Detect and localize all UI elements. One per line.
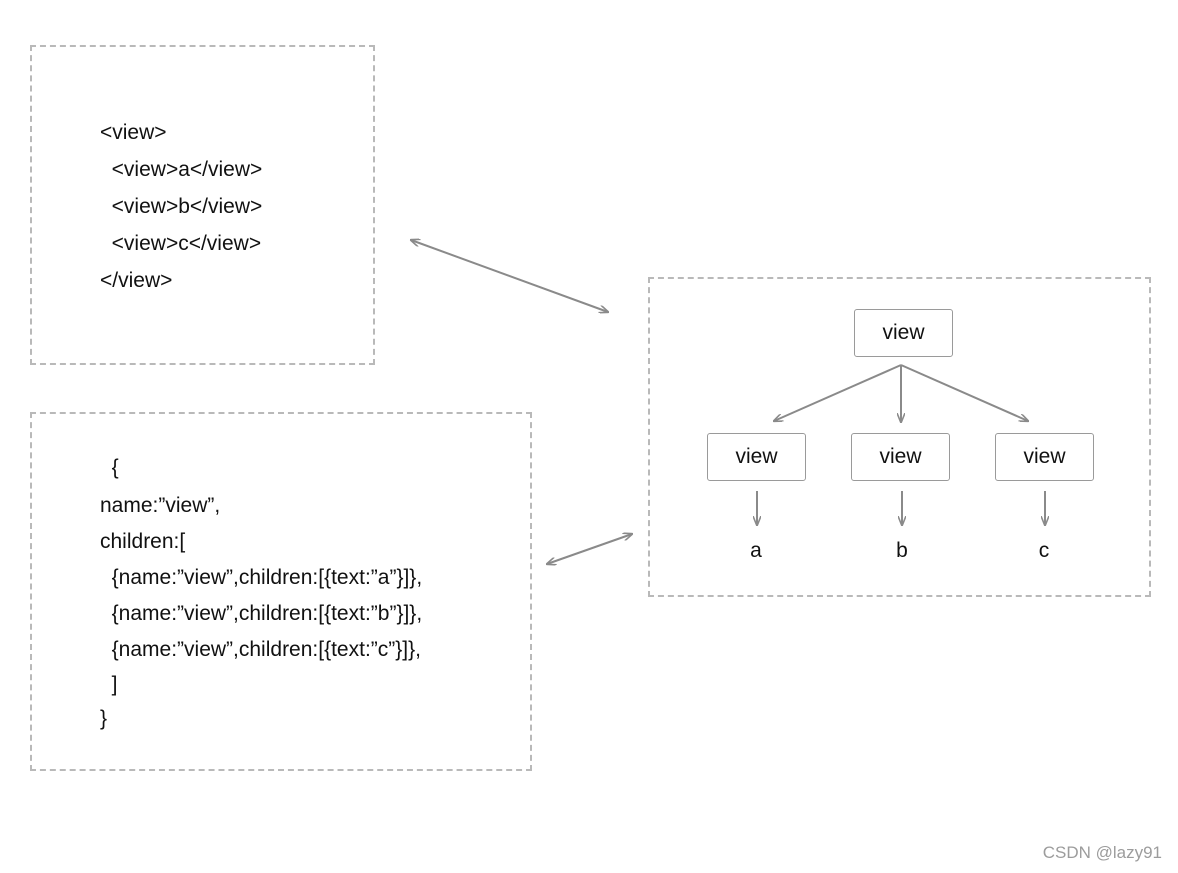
json-line: ] (100, 673, 118, 696)
markup-tree-double-arrow (411, 240, 608, 312)
tree-child-node: view (707, 433, 806, 481)
json-tree-double-arrow (547, 534, 632, 564)
markup-line: <view>c</view> (100, 232, 262, 255)
tree-leaf-text: c (1038, 539, 1050, 562)
markup-line: <view>b</view> (100, 195, 263, 218)
tree-leaf-text: b (896, 539, 908, 562)
markup-line: </view> (100, 269, 173, 292)
json-line: name:”view”, (100, 494, 221, 517)
markup-line: <view>a</view> (100, 158, 263, 181)
json-line: {name:”view”,children:[{text:”a”}]}, (100, 566, 423, 589)
json-line: children:[ (100, 530, 186, 553)
json-line: } (100, 707, 108, 730)
tree-child-node: view (851, 433, 950, 481)
tree-leaf-text: a (750, 539, 762, 562)
json-line: {name:”view”,children:[{text:”b”}]}, (100, 602, 423, 625)
tree-root-node: view (854, 309, 953, 357)
markup-panel (30, 45, 375, 365)
tree-child-node: view (995, 433, 1094, 481)
tree-panel (648, 277, 1151, 597)
json-line: { (100, 456, 119, 479)
watermark-text: CSDN @lazy91 (1042, 843, 1162, 862)
json-line: {name:”view”,children:[{text:”c”}]}, (100, 638, 421, 661)
json-panel (30, 412, 532, 771)
markup-line: <view> (100, 121, 167, 144)
